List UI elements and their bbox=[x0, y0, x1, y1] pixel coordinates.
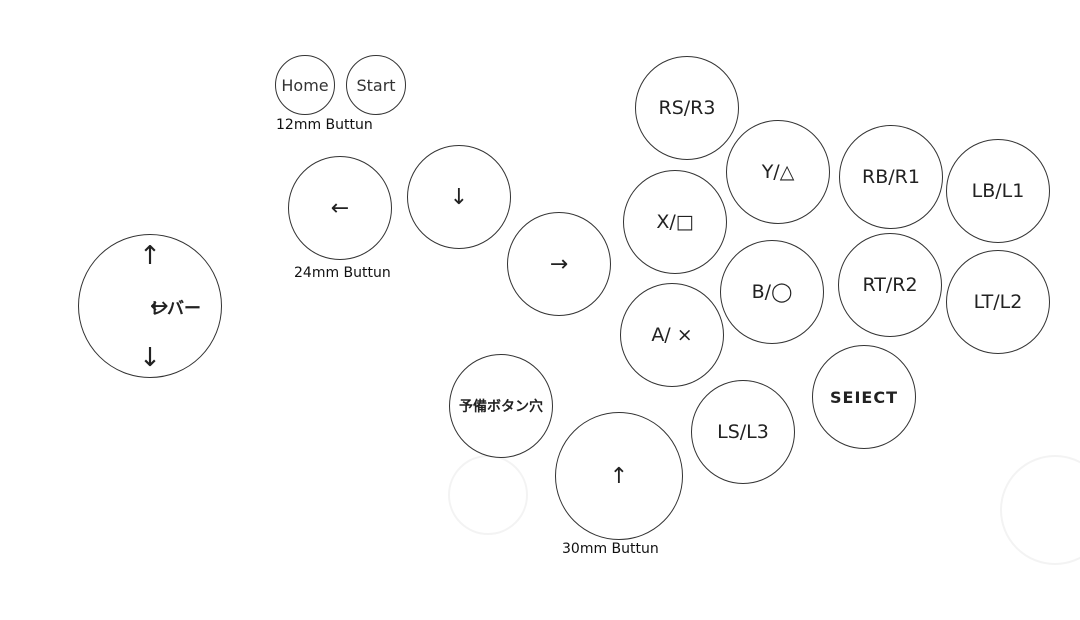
caption-12mm: 12mm Buttun bbox=[276, 117, 373, 133]
left-arrow-button[interactable]: ← bbox=[288, 156, 392, 260]
lever-down-arrow: ↓ bbox=[139, 343, 161, 373]
rt-r2-button[interactable]: RT/R2 bbox=[838, 233, 942, 337]
y-triangle-button[interactable]: Y/△ bbox=[726, 120, 830, 224]
lever-right-arrow: → bbox=[150, 294, 169, 319]
start-button[interactable]: Start bbox=[346, 55, 406, 115]
lt-l2-button[interactable]: LT/L2 bbox=[946, 250, 1050, 354]
a-cross-button[interactable]: A/ × bbox=[620, 283, 724, 387]
lever-left-arrow: ← bbox=[150, 294, 169, 319]
caption-30mm: 30mm Buttun bbox=[562, 541, 659, 557]
up-arrow-button[interactable]: ↑ bbox=[555, 412, 683, 540]
ghost-circle bbox=[1000, 455, 1080, 565]
ghost-circle bbox=[448, 455, 528, 535]
home-button[interactable]: Home bbox=[275, 55, 335, 115]
down-arrow-button[interactable]: ↓ bbox=[407, 145, 511, 249]
ls-l3-button[interactable]: LS/L3 bbox=[691, 380, 795, 484]
lb-l1-button[interactable]: LB/L1 bbox=[946, 139, 1050, 243]
b-circle-button[interactable]: B/◯ bbox=[720, 240, 824, 344]
lever-up-arrow: ↑ bbox=[139, 241, 161, 271]
spare-button-hole[interactable]: 予備ボタン穴 bbox=[449, 354, 553, 458]
select-button[interactable]: SEIECT bbox=[812, 345, 916, 449]
rb-r1-button[interactable]: RB/R1 bbox=[839, 125, 943, 229]
x-square-button[interactable]: X/□ bbox=[623, 170, 727, 274]
right-arrow-button[interactable]: → bbox=[507, 212, 611, 316]
caption-24mm: 24mm Buttun bbox=[294, 265, 391, 281]
lever-joystick[interactable]: ↑ ← レバー → ↓ bbox=[78, 234, 222, 378]
lever-label: レバー bbox=[150, 299, 201, 319]
rs-r3-button[interactable]: RS/R3 bbox=[635, 56, 739, 160]
